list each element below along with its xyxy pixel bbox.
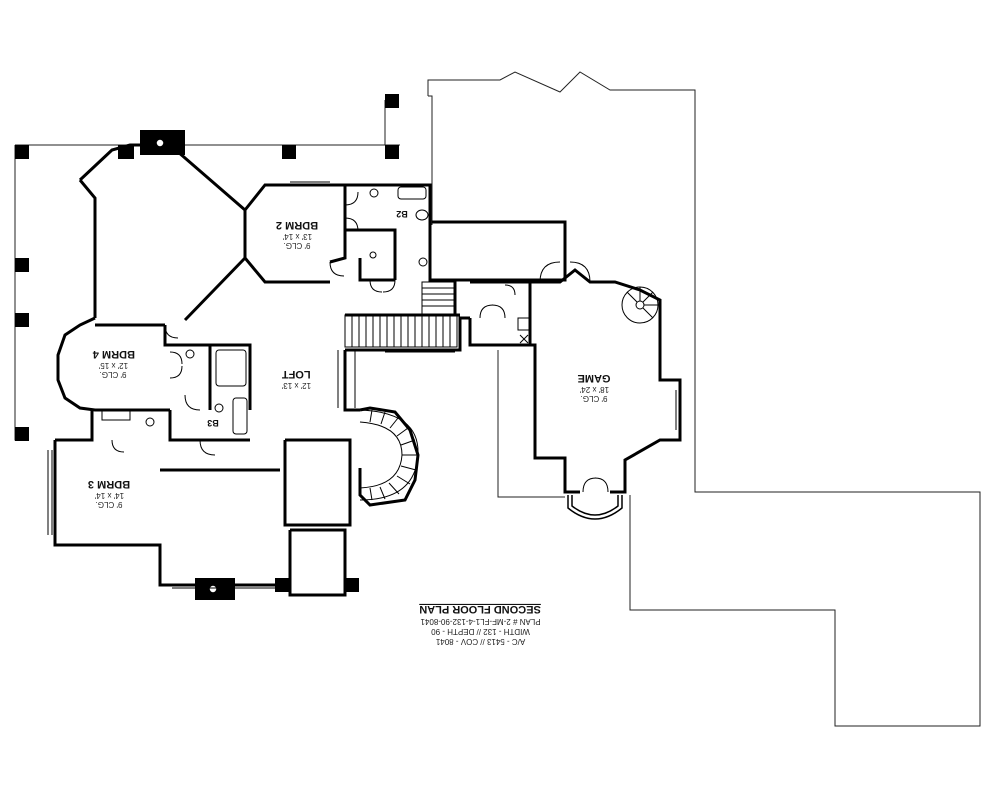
bdrm3-name: BDRM 3 [88,478,130,490]
wall-windows [47,181,677,589]
doors [111,191,609,493]
bath-b2-label: B2 [396,209,408,219]
straight-stairs [344,281,458,348]
bdrm4-dims: 12' x 15' [98,361,128,370]
plan-area: A/C - 5413 // COV - 8041 [435,637,525,646]
columns [15,94,399,600]
window-marks [155,138,218,594]
spiral-stair [621,286,659,324]
game-ceiling: 9' CLG. [581,394,608,403]
room-bdrm2: BDRM 2 13' x 14' 9' CLG. [276,219,318,250]
bdrm3-dims: 14' x 14' [94,491,124,500]
room-bdrm3: BDRM 3 14' x 14' 9' CLG. [88,478,130,509]
plan-title: SECOND FLOOR PLAN [419,603,541,615]
room-labels: BDRM 2 13' x 14' 9' CLG. BDRM 4 12' x 15… [88,209,611,509]
bay-window [567,495,623,520]
game-dims: 18' x 24' [579,385,609,394]
curved-stair [359,409,419,501]
plan-number: PLAN # 2-MF-FL1-4-132-90-8041 [420,617,541,626]
bath-fixtures [101,186,531,435]
room-loft: LOFT 12' x 13' [281,368,311,390]
room-bdrm4: BDRM 4 12' x 15' 9' CLG. [92,348,135,379]
bdrm2-ceiling: 9' CLG. [284,241,311,250]
loft-name: LOFT [282,368,311,380]
title-block: SECOND FLOOR PLAN PLAN # 2-MF-FL1-4-132-… [419,603,541,646]
loft-dims: 12' x 13' [281,381,311,390]
bdrm2-dims: 13' x 14' [282,232,312,241]
bath-b3-label: B3 [207,418,219,428]
bdrm3-ceiling: 9' CLG. [96,500,123,509]
walls [53,143,682,597]
bdrm4-ceiling: 9' CLG. [100,370,127,379]
bdrm4-name: BDRM 4 [92,348,135,360]
plan-width-depth: WIDTH - 132 // DEPTH - 90 [431,627,530,636]
game-name: GAME [578,372,611,384]
room-game: GAME 18' x 24' 9' CLG. [578,372,611,403]
bdrm2-name: BDRM 2 [276,219,318,231]
